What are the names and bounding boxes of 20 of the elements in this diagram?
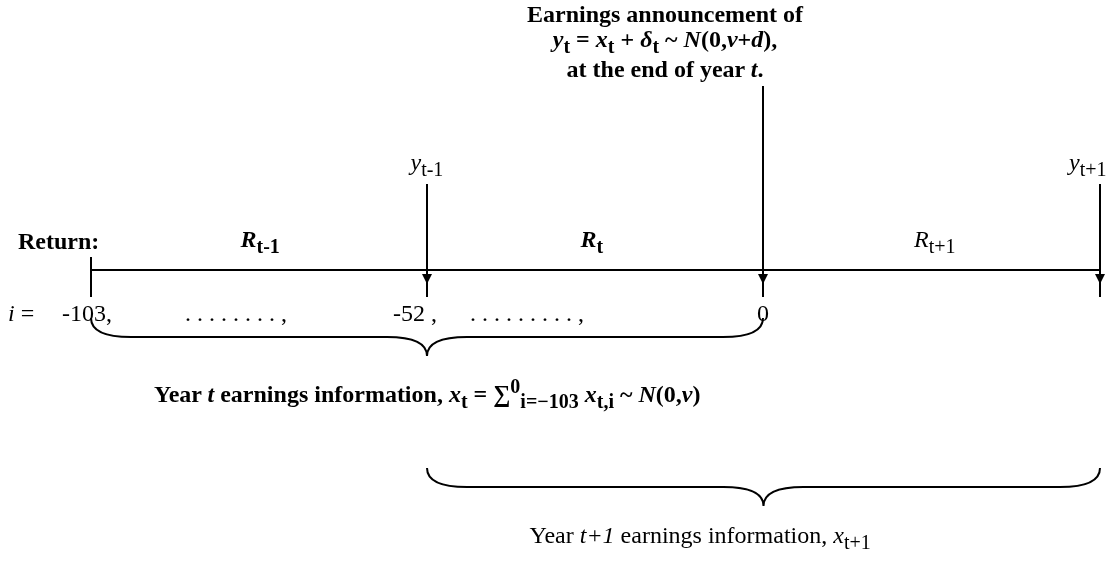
ellipsis-dots: . . . . . . . . . , <box>470 300 584 327</box>
index-label: i = <box>8 300 35 327</box>
ellipsis-dots: . . . . . . . . , <box>185 300 287 327</box>
row-label: Return: <box>18 228 100 255</box>
arrow <box>422 183 432 284</box>
tick-value: 0 <box>757 300 769 327</box>
period-label: R$_{t-1}$ <box>240 226 280 257</box>
arrow <box>1095 183 1105 284</box>
tick-value: -103, <box>62 300 112 327</box>
brace-caption: Year t earnings information, x$_{t}$ = ∑$^{0}$$_{i=−103}$ x$_{t,i}$ ~ N(0,v) <box>154 375 701 412</box>
period-label: R$_{t}$ <box>580 226 604 257</box>
arrow <box>758 85 768 284</box>
event-label: y$_{t+1}$ <box>1069 150 1107 180</box>
announcement-label: y$_{t}$ = x$_{t}$ + δ$_{t}$ ~ N(0,v+d), <box>550 27 779 57</box>
brace-caption: Year t+1 earnings information, x$_{t+1}$ <box>529 522 871 553</box>
event-label: y$_{t-1}$ <box>410 150 444 180</box>
tick-value: -52 , <box>393 300 437 327</box>
heading-text: Earnings announcement of <box>527 2 804 28</box>
period-label: R$_{t+1}$ <box>914 226 956 257</box>
announcement-label: at the end of year t. <box>565 57 765 83</box>
